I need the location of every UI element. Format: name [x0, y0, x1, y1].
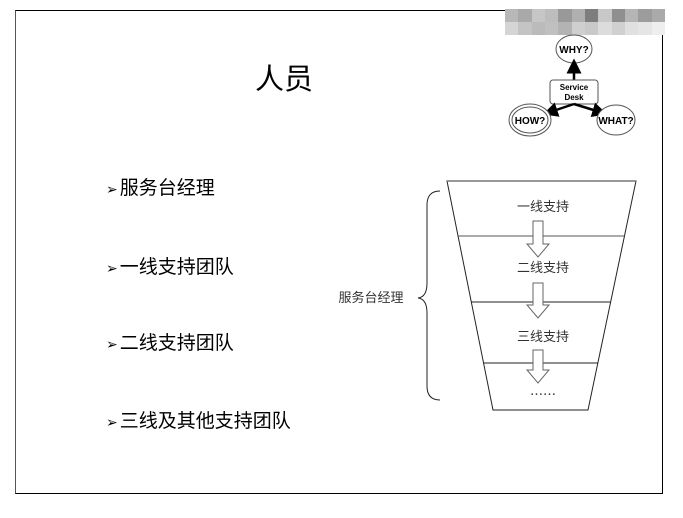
slide-frame — [15, 10, 663, 494]
why-label: WHY? — [559, 45, 588, 56]
svg-text:Desk: Desk — [564, 93, 584, 102]
how-label: HOW? — [515, 116, 546, 127]
svg-text:Service: Service — [560, 83, 589, 92]
funnel-level: 二线支持 — [517, 261, 569, 276]
down-arrow-icon — [525, 349, 551, 384]
funnel-level: 三线支持 — [517, 330, 569, 345]
bullet-item: ➢二线支持团队 — [106, 332, 234, 354]
funnel-level: …… — [530, 384, 556, 399]
bullet-item: ➢一线支持团队 — [106, 256, 234, 278]
bullet-item: ➢服务台经理 — [106, 177, 215, 199]
down-arrow-icon — [525, 282, 551, 319]
slide-title: 人员 — [255, 62, 314, 96]
brace-icon — [417, 190, 441, 401]
support-funnel: 一线支持 二线支持 三线支持 …… 服务台经理 — [338, 180, 637, 411]
arrow-right-icon — [573, 102, 608, 117]
service-desk-logo: WHY? Service Desk HOW? WHAT? — [508, 34, 636, 137]
arrow-left-icon — [542, 102, 575, 117]
bullet-item: ➢三线及其他支持团队 — [106, 410, 291, 432]
redacted-area — [505, 9, 665, 35]
brace-label: 服务台经理 — [338, 290, 403, 306]
down-arrow-icon — [525, 220, 551, 258]
what-circle — [596, 104, 636, 136]
funnel-level: 一线支持 — [517, 200, 569, 215]
what-label: WHAT? — [598, 116, 633, 127]
